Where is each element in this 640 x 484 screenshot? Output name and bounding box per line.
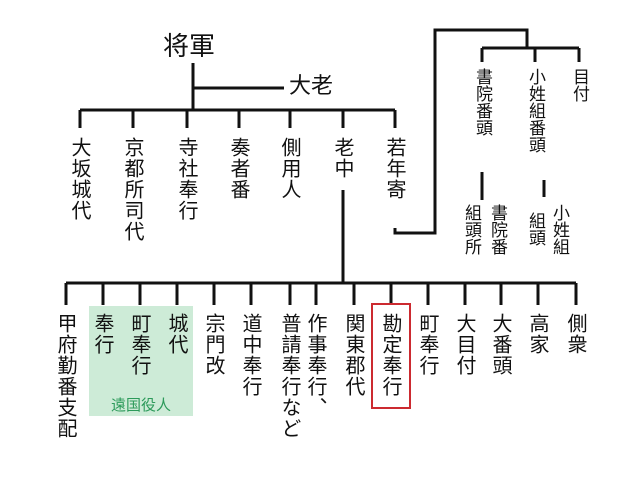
roju-label: 老中 (331, 137, 355, 179)
machi-bugyo-2-label: 町奉行 (416, 313, 440, 376)
koshogumi-bangashira-label: 小姓組番頭 (525, 68, 545, 153)
shoinban-label: 書院番 (487, 204, 507, 255)
koshogumi-label: 小姓組 (549, 204, 569, 255)
roju-sub-drops (64, 283, 578, 305)
machi-bugyo-1-label: 町奉行 (128, 313, 152, 376)
jodai-label: 城代 (165, 313, 189, 355)
kyoto-shoshidai-label: 京都所司代 (121, 137, 145, 242)
koke-label: 高家 (526, 313, 550, 355)
enkoku-yakunin-label: 遠国役人 (110, 396, 171, 414)
fushin-bugyo-label: 普請奉行など (278, 313, 302, 439)
jisha-bugyo-label: 寺社奉行 (175, 137, 199, 221)
kumigashira-label: 組頭 (525, 212, 545, 246)
wakadoshiyori-label: 若年寄 (383, 137, 407, 200)
shumon-aratame-label: 宗門改 (202, 313, 226, 376)
enkoku-yakunin-box (89, 306, 193, 416)
kanjo-bugyo-label: 勘定奉行 (379, 313, 403, 397)
ometsuke-label: 大目付 (453, 313, 477, 376)
tairo-label: 大老 (289, 74, 334, 99)
wakadoshiyori-link-line (393, 28, 529, 235)
rank2-drop-lines (78, 110, 397, 128)
kumigashira-sho-label: 組頭所 (461, 204, 481, 255)
osaka-jodai-label: 大坂城代 (68, 137, 92, 221)
shoinban-gashira-label: 書院番頭 (472, 68, 492, 136)
bugyo-label: 奉行 (91, 313, 115, 355)
kofu-kinban-shihai-label: 甲府勤番支配 (54, 313, 78, 439)
kanto-gundai-label: 関東郡代 (342, 313, 366, 397)
dochu-bugyo-label: 道中奉行 (239, 313, 263, 397)
sakuji-bugyo-label: 作事奉行、 (304, 313, 328, 418)
metsuke-label: 目付 (569, 68, 589, 102)
wakadoshiyori-sub-drops (480, 48, 581, 62)
kanjo-bugyo-highlight (371, 303, 411, 409)
oban-gashira-label: 大番頭 (489, 313, 513, 376)
shogun-label: 将軍 (163, 32, 216, 62)
sojaban-label: 奏者番 (227, 137, 251, 200)
sobayonin-label: 側用人 (278, 137, 302, 200)
sobashu-label: 側衆 (564, 313, 588, 355)
